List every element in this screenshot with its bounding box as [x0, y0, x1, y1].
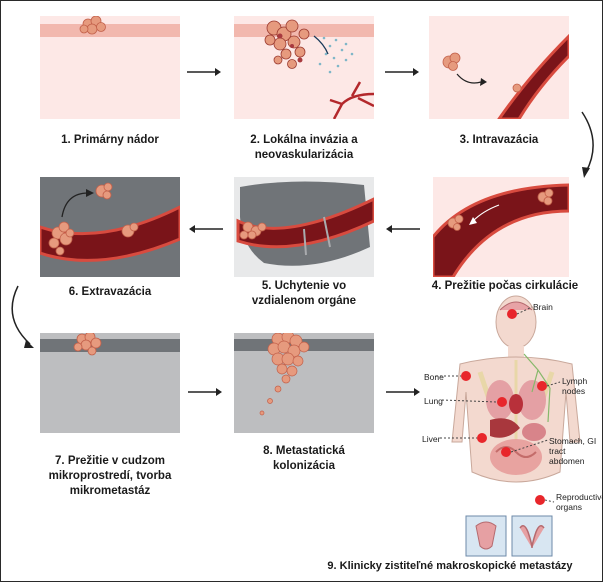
arrow-1-to-2 [187, 64, 221, 82]
organ-label-brain: Brain [533, 302, 553, 312]
step-9-label: 9. Klinicky zistiteľné makroskopické met… [300, 559, 600, 574]
step-3-label: 3. Intravazácia [429, 133, 569, 148]
arrow-2-to-3 [385, 64, 419, 82]
panel-local-invasion [234, 16, 374, 119]
arrow-3-to-4 [576, 110, 602, 185]
panel-body-metastases [420, 292, 603, 562]
organ-label-liver: Liver [422, 434, 440, 444]
arrow-4-to-5 [386, 221, 420, 239]
panel-primary-tumor [40, 16, 180, 119]
arrow-6-to-7 [6, 284, 36, 359]
arrow-5-to-6 [189, 221, 223, 239]
organ-label-bone: Bone [424, 372, 444, 382]
panel-intravasation [429, 16, 569, 119]
step-1-label: 1. Primárny nádor [40, 133, 180, 148]
panel-colonization [234, 333, 374, 433]
panel-arrest [234, 177, 374, 277]
step-6-label: 6. Extravazácia [40, 285, 180, 300]
panel-micrometastasis [40, 333, 180, 433]
arrow-8-to-9 [386, 384, 420, 402]
panel-extravasation [40, 177, 180, 277]
panel-circulation [433, 177, 569, 277]
organ-label-lung: Lung [424, 396, 443, 406]
arrow-7-to-8 [188, 384, 222, 402]
